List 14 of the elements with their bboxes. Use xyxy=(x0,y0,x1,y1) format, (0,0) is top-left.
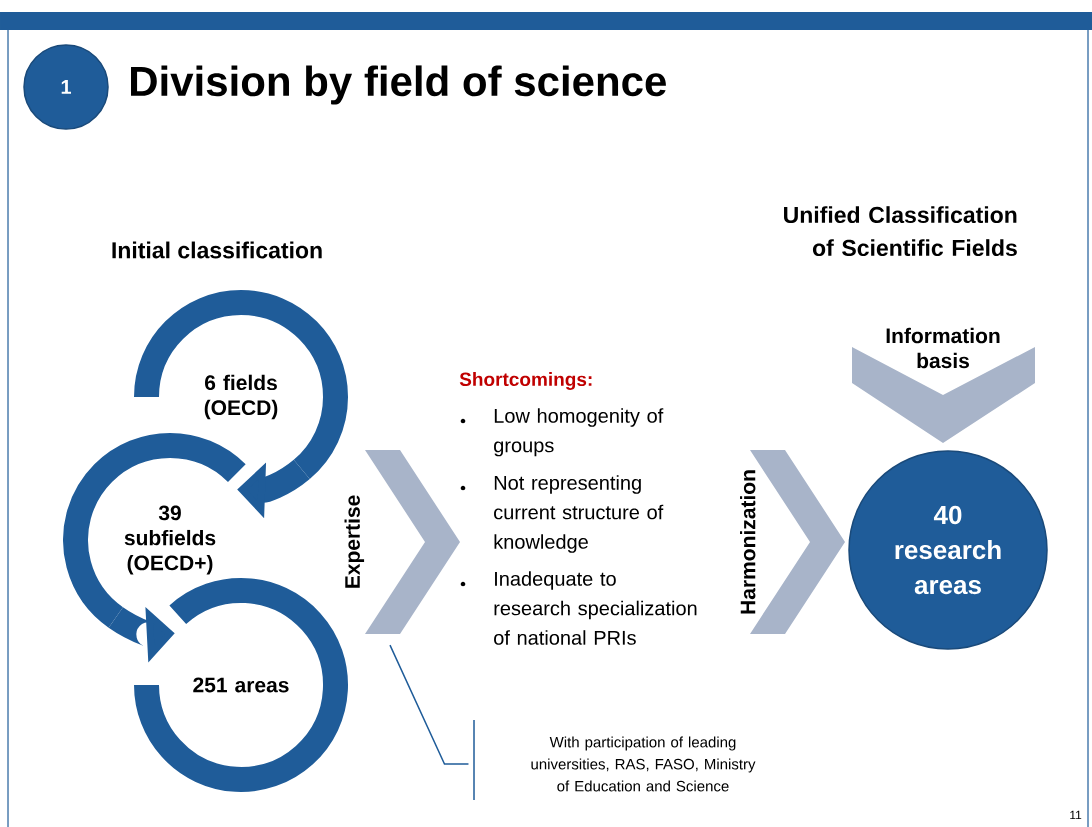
page-number: 11 xyxy=(1070,810,1082,820)
bullet-text: Inadequate to research specialization of national PRIs xyxy=(494,571,697,645)
heading: Unified Classification of Scientific Fields xyxy=(784,206,1017,257)
number-badge: 1 xyxy=(23,44,109,130)
ring: 6 fields (OECD) xyxy=(134,290,348,479)
bullet-text: Not representing current structure of knowledge xyxy=(494,475,664,553)
node-label: Information xyxy=(886,327,1000,344)
heading: Shortcomings: xyxy=(459,372,592,390)
heading: Initial classification xyxy=(112,241,322,259)
note: With participation of leading universities, RAS, FASO, Ministry of Education and Science xyxy=(531,736,756,792)
leader-line xyxy=(389,644,470,765)
bullet-text: Low homogenity of groups xyxy=(494,408,664,457)
title: Division by field of science xyxy=(131,65,666,105)
ring: 39 subfields (OECD+) xyxy=(63,433,246,628)
